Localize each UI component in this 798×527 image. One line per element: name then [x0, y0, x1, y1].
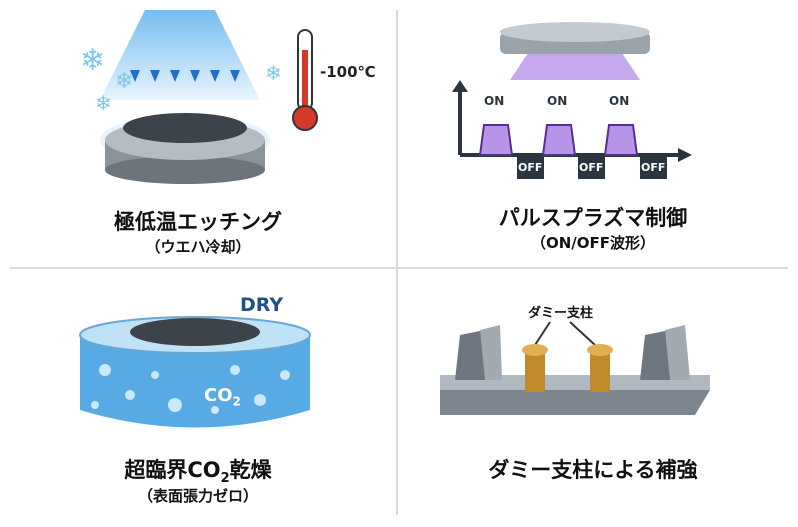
co2-label: CO2 [204, 385, 241, 409]
on-pulse [478, 124, 514, 156]
bubbles [91, 364, 290, 414]
on-label: ON [609, 94, 630, 108]
panel-title-dummy-pillar: ダミー支柱による補強 [488, 458, 698, 482]
dry-badge: DRY [240, 294, 284, 316]
snowflake-icon: ❄ [95, 91, 112, 115]
horizontal-divider [10, 267, 788, 269]
co2-bath [80, 335, 310, 428]
snowflake-icon: ❄ [115, 69, 133, 94]
plasma-glow [510, 50, 640, 80]
title-text: 乾燥 [229, 458, 272, 482]
cold-beam [100, 10, 260, 100]
on-label: ON [484, 94, 505, 108]
panel-title-supercritical: 超臨界CO2乾燥 [0, 454, 396, 486]
vertical-divider [396, 10, 398, 515]
supercritical-drying-illustration [79, 316, 311, 428]
off-label: OFF [641, 161, 666, 174]
co2-subscript: 2 [232, 394, 241, 409]
panel-title-pulsed-plasma: パルスプラズマ制御 [498, 206, 688, 230]
wafer [130, 318, 260, 346]
dummy-pillar-callout: ダミー支柱 [528, 306, 594, 321]
panel-subtitle-cryogenic: （ウエハ冷却） [145, 238, 251, 256]
substrate [440, 390, 710, 415]
dummy-pillar [525, 352, 545, 392]
on-pulse [603, 124, 639, 156]
temperature-label: -100℃ [320, 63, 376, 81]
on-pulse [541, 124, 577, 156]
cryogenic-etching-illustration: ❄ ❄ ❄ ❄ [80, 10, 318, 184]
arrow-icons [130, 70, 240, 82]
panel-title-cryogenic: 極低温エッチング [114, 210, 282, 234]
snowflake-icon: ❄ [80, 43, 105, 78]
off-label: OFF [518, 161, 543, 174]
snowflake-icon: ❄ [265, 61, 282, 85]
panel-subtitle-supercritical: （表面張力ゼロ） [137, 487, 258, 505]
on-label: ON [547, 94, 568, 108]
dummy-pillar-illustration [440, 321, 710, 415]
title-text: 超臨界CO [124, 458, 221, 482]
dummy-pillar [590, 352, 610, 392]
panel-subtitle-pulsed-plasma: （ON/OFF波形） [530, 234, 656, 252]
co2-text: CO [204, 385, 233, 406]
off-label: OFF [579, 161, 604, 174]
pulsed-plasma-illustration [452, 22, 692, 179]
wafer [123, 113, 247, 143]
title-subscript: 2 [220, 471, 230, 487]
